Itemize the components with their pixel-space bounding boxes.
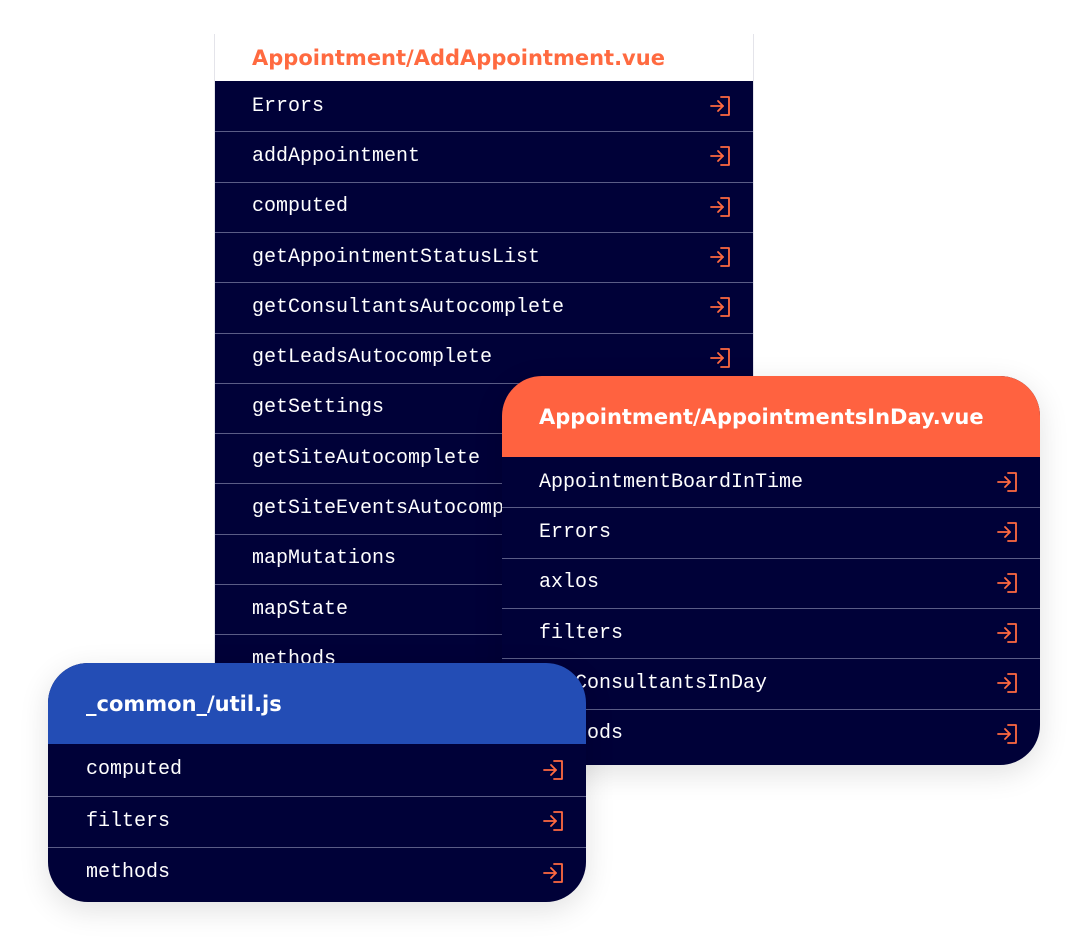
enter-arrow-icon[interactable] [996, 521, 1018, 543]
enter-arrow-icon[interactable] [542, 759, 564, 781]
row-divider [215, 533, 753, 535]
list-item-label: addAppointment [252, 144, 421, 168]
list-item[interactable]: Errors [215, 81, 753, 131]
row-divider [215, 433, 753, 435]
list-item-label: getSiteEventsAutocomplete [252, 497, 553, 521]
list-item-label: axlos [539, 571, 600, 595]
row-divider [502, 557, 1040, 559]
list-item[interactable]: Errors [502, 507, 1040, 557]
list-item-label: getConsultantsAutocomplete [252, 295, 565, 319]
row-divider [215, 584, 753, 585]
enter-arrow-icon[interactable] [542, 862, 564, 884]
row-divider [215, 131, 753, 133]
row-divider [502, 507, 1040, 509]
list-item[interactable]: addAppointment [215, 131, 753, 181]
card-title: _common_/util.js [48, 663, 586, 744]
list-item-label: filters [539, 621, 624, 645]
enter-arrow-icon[interactable] [709, 145, 731, 167]
enter-arrow-icon[interactable] [996, 723, 1018, 745]
list-item-label: filters [86, 809, 171, 833]
row-divider [48, 795, 586, 797]
row-divider [215, 382, 753, 384]
list-item[interactable]: getConsultantsAutocomplete [215, 282, 753, 332]
row-divider [215, 332, 753, 334]
list-item[interactable]: axlos [502, 558, 1040, 608]
list-item-label: mapState [252, 597, 349, 621]
enter-arrow-icon[interactable] [542, 810, 564, 832]
list-item[interactable]: computed [48, 744, 586, 796]
row-divider [502, 658, 1040, 660]
list-item-label: getAppointmentStatusList [252, 245, 541, 269]
enter-arrow-icon[interactable] [709, 296, 731, 318]
row-divider [48, 847, 586, 848]
enter-arrow-icon[interactable] [709, 347, 731, 369]
enter-arrow-icon[interactable] [709, 196, 731, 218]
row-divider [215, 483, 753, 485]
list-item-label: computed [86, 758, 183, 782]
card-title: Appointment/AppointmentsInDay.vue [502, 376, 1040, 457]
list-item[interactable]: AppointmentBoardInTime [502, 457, 1040, 507]
enter-arrow-icon[interactable] [709, 95, 731, 117]
list-item[interactable]: methods [48, 847, 586, 899]
list-item-label: Errors [252, 94, 325, 118]
file-card-add-appointment: Appointment/AddAppointment.vue Errors add… [214, 34, 754, 674]
row-divider [215, 282, 753, 284]
list-item-label: getSiteAutocomplete [252, 446, 481, 470]
list-item[interactable]: computed [215, 182, 753, 232]
enter-arrow-icon[interactable] [996, 622, 1018, 644]
file-card-appointments-in-day: Appointment/AppointmentsInDay.vue Appoin… [502, 376, 1040, 765]
list-item[interactable]: getAppointmentStatusList [215, 232, 753, 282]
enter-arrow-icon[interactable] [996, 572, 1018, 594]
enter-arrow-icon[interactable] [996, 471, 1018, 493]
list-item-label: getLeadsAutocomplete [252, 346, 493, 370]
list-item-label: methods [86, 861, 171, 885]
list-item-label: AppointmentBoardInTime [539, 470, 804, 494]
list-item-label: getSettings [252, 396, 385, 420]
list-item[interactable]: filters [48, 796, 586, 848]
list-item[interactable]: filters [502, 608, 1040, 658]
list-item[interactable]: getConsultantsInDay [502, 658, 1040, 708]
enter-arrow-icon[interactable] [996, 672, 1018, 694]
list-item-label: Errors [539, 520, 612, 544]
row-divider [502, 708, 1040, 710]
list-item-label: mapMutations [252, 547, 397, 571]
list-item[interactable]: getLeadsAutocomplete [215, 333, 753, 383]
row-divider [215, 231, 753, 233]
list-item-label: getConsultantsInDay [539, 671, 768, 695]
row-divider [502, 607, 1040, 609]
row-divider [215, 181, 753, 183]
file-card-util-js: _common_/util.js computed filters methods [48, 663, 586, 902]
card-title: Appointment/AddAppointment.vue [215, 34, 753, 81]
row-divider [215, 634, 753, 636]
list-item-label: computed [252, 195, 349, 219]
enter-arrow-icon[interactable] [709, 246, 731, 268]
